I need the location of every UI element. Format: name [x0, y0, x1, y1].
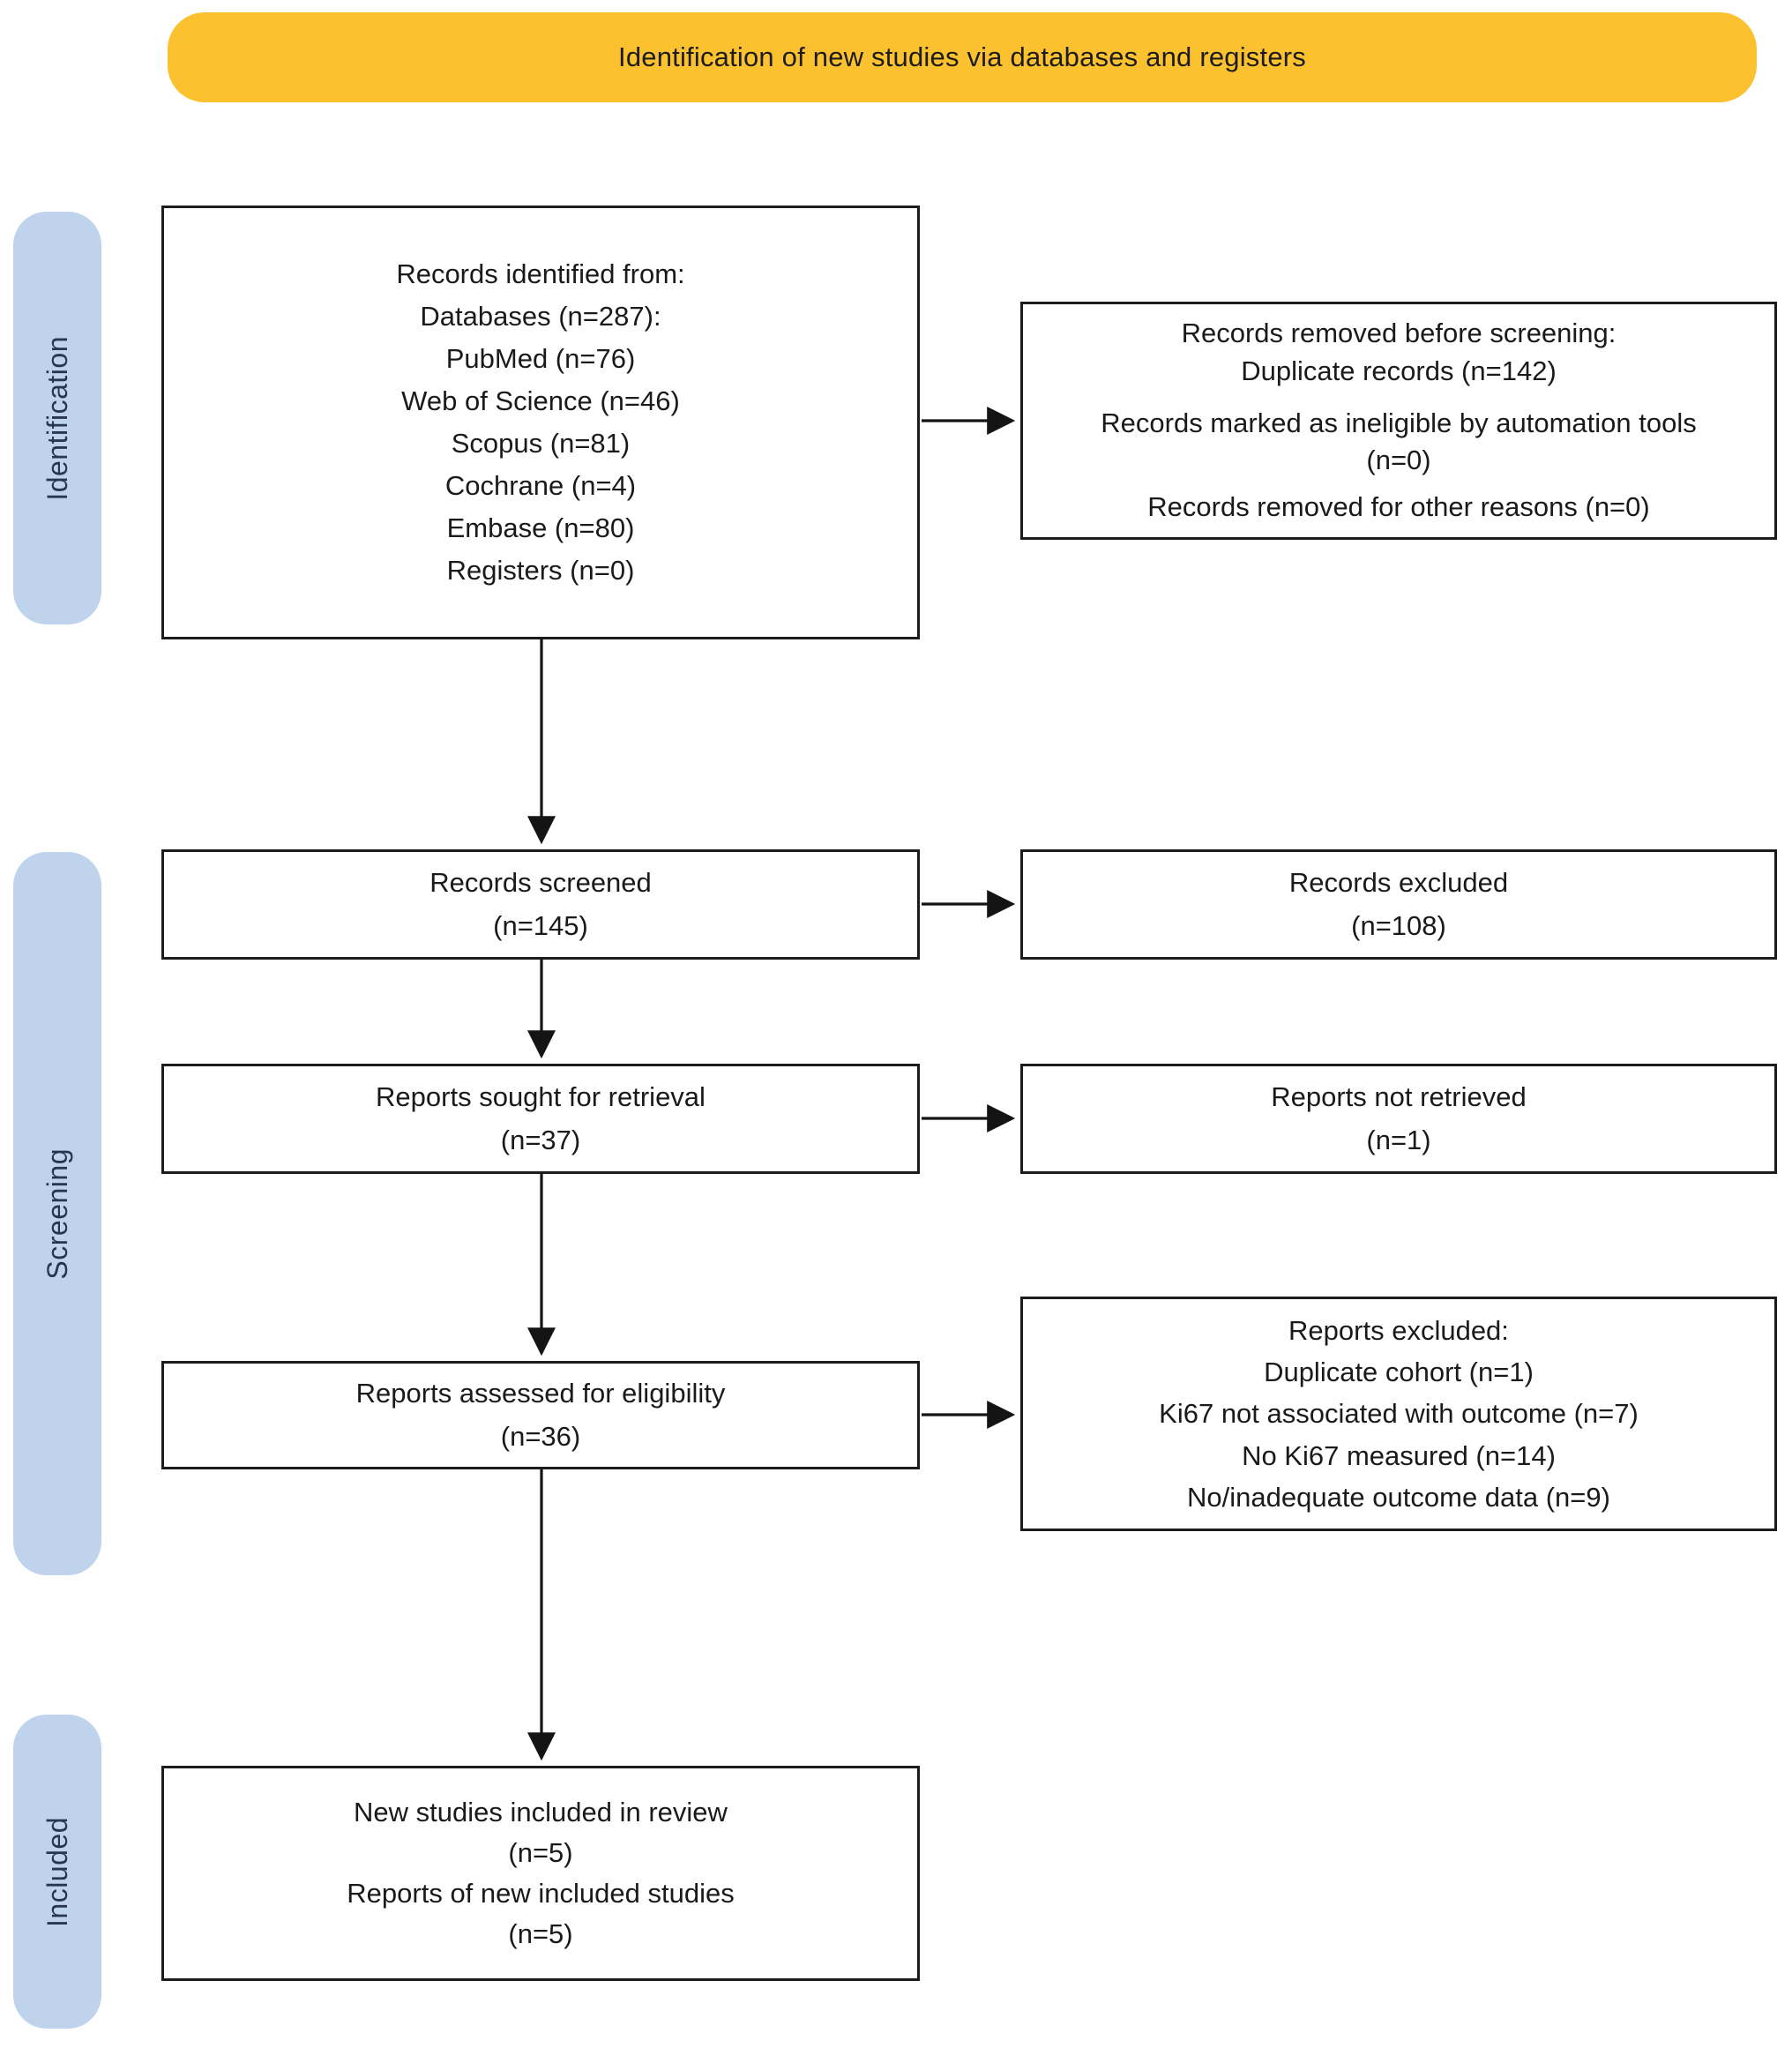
- records-removed-other-text: Records removed for other reasons (n=0): [1147, 491, 1650, 523]
- stage-label-screening-text: Screening: [41, 1147, 73, 1280]
- records-removed-automation-text: Records marked as ineligible by automati…: [1101, 407, 1697, 476]
- box-records-identified-text: Records identified from: Databases (n=28…: [396, 258, 685, 587]
- stage-label-included-text: Included: [41, 1816, 73, 1927]
- box-reports-sought: Reports sought for retrieval (n=37): [161, 1064, 920, 1174]
- stage-label-included: Included: [13, 1715, 101, 2029]
- box-new-studies-included: New studies included in review (n=5) Rep…: [161, 1766, 920, 1981]
- box-reports-not-retrieved-text: Reports not retrieved (n=1): [1271, 1081, 1527, 1155]
- box-reports-excluded: Reports excluded: Duplicate cohort (n=1)…: [1020, 1297, 1777, 1531]
- box-reports-assessed: Reports assessed for eligibility (n=36): [161, 1361, 920, 1469]
- records-removed-duplicates-text: Records removed before screening: Duplic…: [1181, 318, 1617, 386]
- box-reports-sought-text: Reports sought for retrieval (n=37): [376, 1081, 706, 1155]
- stage-label-identification: Identification: [13, 212, 101, 624]
- box-reports-not-retrieved: Reports not retrieved (n=1): [1020, 1064, 1777, 1174]
- box-records-screened-text: Records screened (n=145): [429, 867, 652, 941]
- box-records-removed-before-screening: Records removed before screening: Duplic…: [1020, 302, 1777, 540]
- stage-label-screening: Screening: [13, 852, 101, 1575]
- box-records-excluded: Records excluded (n=108): [1020, 849, 1777, 960]
- diagram-title: Identification of new studies via databa…: [618, 41, 1306, 72]
- stage-label-identification-text: Identification: [41, 335, 73, 501]
- box-reports-assessed-text: Reports assessed for eligibility (n=36): [355, 1378, 726, 1452]
- diagram-title-banner: Identification of new studies via databa…: [168, 12, 1757, 102]
- box-records-excluded-text: Records excluded (n=108): [1288, 867, 1509, 941]
- box-new-studies-included-text: New studies included in review (n=5) Rep…: [347, 1797, 735, 1949]
- box-records-identified: Records identified from: Databases (n=28…: [161, 206, 920, 639]
- box-records-screened: Records screened (n=145): [161, 849, 920, 960]
- box-reports-excluded-text: Reports excluded: Duplicate cohort (n=1)…: [1159, 1315, 1639, 1513]
